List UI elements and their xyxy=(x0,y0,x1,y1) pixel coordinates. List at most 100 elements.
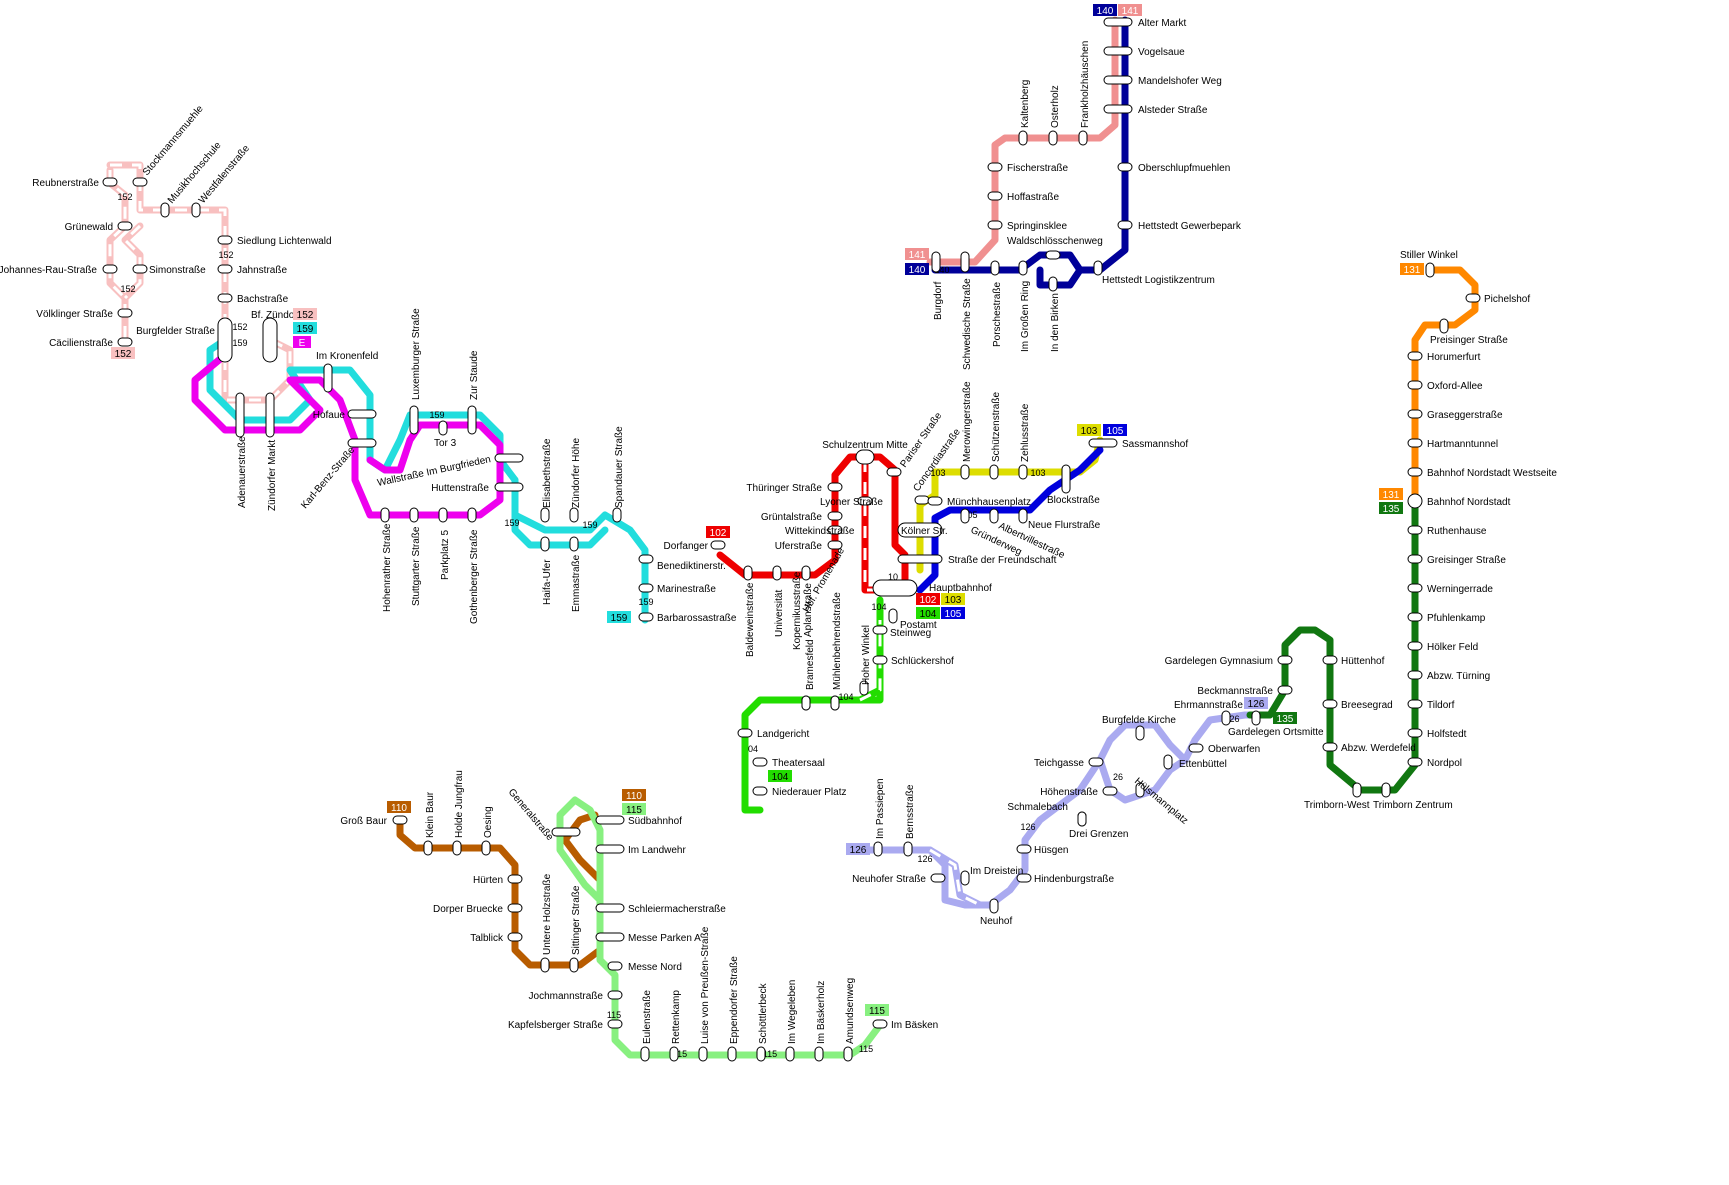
station[interactable]: Luise von Preußen-Straße xyxy=(698,926,711,1062)
station[interactable]: Huttenstraße xyxy=(431,482,524,494)
station-marker[interactable] xyxy=(392,815,408,825)
station-marker[interactable] xyxy=(409,405,419,435)
station-marker[interactable] xyxy=(872,1019,888,1029)
station-marker[interactable] xyxy=(494,482,524,492)
station[interactable]: Ettenbüttel xyxy=(1163,754,1227,770)
station-marker[interactable] xyxy=(607,961,623,971)
station-marker[interactable] xyxy=(540,957,550,973)
station-marker[interactable] xyxy=(1018,508,1028,524)
station[interactable]: Grünewald xyxy=(65,221,133,233)
station-marker[interactable] xyxy=(872,579,918,597)
station-marker[interactable] xyxy=(710,540,726,550)
station[interactable]: Postamt xyxy=(888,608,937,631)
station[interactable]: Vogelsaue xyxy=(1103,46,1185,58)
station[interactable]: Barbarossastraße xyxy=(638,612,737,624)
station-marker[interactable] xyxy=(960,508,970,524)
station[interactable]: Talblick xyxy=(470,932,523,944)
station-marker[interactable] xyxy=(160,202,170,218)
station-marker[interactable] xyxy=(1465,293,1481,303)
station[interactable]: Hindenburgstraße xyxy=(1016,873,1114,885)
station[interactable]: Im Bäskerholz xyxy=(814,981,827,1062)
station-marker[interactable] xyxy=(551,827,581,837)
station[interactable]: Untere Holzstraße xyxy=(540,873,553,973)
station-marker[interactable] xyxy=(595,903,625,913)
station-marker[interactable] xyxy=(1407,467,1423,477)
station[interactable]: Amundsenweg xyxy=(843,978,856,1062)
station-marker[interactable] xyxy=(1077,811,1087,827)
station-marker[interactable] xyxy=(423,840,433,856)
station-marker[interactable] xyxy=(1407,670,1423,680)
station-marker[interactable] xyxy=(873,841,883,857)
station-marker[interactable] xyxy=(612,507,622,523)
station-marker[interactable] xyxy=(452,840,462,856)
station[interactable]: Schleiermacherstraße xyxy=(595,903,726,915)
station-marker[interactable] xyxy=(1102,786,1118,796)
station[interactable]: Schlückershof xyxy=(872,655,954,667)
station[interactable]: Johannes-Rau-Straße xyxy=(0,264,118,276)
station-marker[interactable] xyxy=(1018,130,1028,146)
station-marker[interactable] xyxy=(540,536,550,552)
station-marker[interactable] xyxy=(1407,641,1423,651)
station-marker[interactable] xyxy=(595,932,625,942)
station-marker[interactable] xyxy=(1016,873,1032,883)
station[interactable]: Münchhausenplatz xyxy=(927,496,1031,508)
station[interactable]: Bachstraße xyxy=(217,293,289,305)
station-marker[interactable] xyxy=(855,449,875,465)
station-marker[interactable] xyxy=(990,260,1000,276)
station[interactable]: Holde Jungfrau xyxy=(452,770,465,856)
station-marker[interactable] xyxy=(989,464,999,480)
station[interactable]: Kölner Str. xyxy=(897,522,948,538)
station[interactable]: Zur Staude xyxy=(467,350,480,435)
station[interactable]: Baldeweinstraße xyxy=(743,565,756,657)
station-marker[interactable] xyxy=(756,1046,766,1062)
station-marker[interactable] xyxy=(1251,710,1261,726)
station-marker[interactable] xyxy=(1277,685,1293,695)
station[interactable]: Spandauer Straße xyxy=(612,426,625,523)
station-marker[interactable] xyxy=(1322,655,1338,665)
station[interactable]: Steinweg xyxy=(872,625,931,639)
station[interactable]: Ehrmannstraße xyxy=(1174,700,1243,726)
station[interactable]: Gardelegen Gymnasium xyxy=(1165,655,1293,667)
station[interactable]: Tor 3 xyxy=(434,420,457,449)
station[interactable]: Landgericht xyxy=(737,728,809,740)
station-marker[interactable] xyxy=(914,495,930,505)
station-marker[interactable] xyxy=(772,565,782,581)
station-marker[interactable] xyxy=(638,554,654,564)
station[interactable]: Trimborn Zentrum xyxy=(1373,782,1453,811)
station-marker[interactable] xyxy=(859,680,869,696)
station-marker[interactable] xyxy=(494,453,524,463)
station-marker[interactable] xyxy=(217,293,233,303)
station[interactable]: Graseggerstraße xyxy=(1407,409,1503,421)
station-marker[interactable] xyxy=(931,251,941,273)
station-marker[interactable] xyxy=(930,873,946,883)
station[interactable]: Universität xyxy=(772,565,785,637)
station[interactable]: Preisinger Straße xyxy=(1430,318,1508,346)
station-marker[interactable] xyxy=(785,1046,795,1062)
station-marker[interactable] xyxy=(987,162,1003,172)
station[interactable]: Nordpol xyxy=(1407,757,1462,769)
station[interactable]: Marinestraße xyxy=(638,583,716,595)
station[interactable]: Hoffastraße xyxy=(987,191,1059,203)
station-marker[interactable] xyxy=(960,251,970,273)
station[interactable]: Zehlusstraße xyxy=(1018,403,1031,480)
station[interactable]: Theatersaal xyxy=(752,757,825,769)
station[interactable]: Grüntalstraße xyxy=(761,511,843,523)
station[interactable]: Völklinger Straße xyxy=(36,308,133,320)
station-marker[interactable] xyxy=(801,565,811,581)
station-marker[interactable] xyxy=(960,464,970,480)
station-marker[interactable] xyxy=(752,786,768,796)
station-marker[interactable] xyxy=(814,1046,824,1062)
station[interactable]: Stiller Winkel xyxy=(1400,250,1458,278)
station-marker[interactable] xyxy=(903,841,913,857)
station[interactable]: Aplanstraße xyxy=(801,565,814,637)
station-marker[interactable] xyxy=(409,507,419,523)
station-marker[interactable] xyxy=(1048,276,1058,292)
station[interactable]: Groß Baur xyxy=(340,815,408,827)
station-marker[interactable] xyxy=(1135,725,1145,741)
station-marker[interactable] xyxy=(132,177,148,187)
station[interactable]: Hettstedt Logistikzentrum xyxy=(1093,260,1215,286)
station-marker[interactable] xyxy=(843,1046,853,1062)
station[interactable]: Messe Nord xyxy=(607,961,682,973)
station[interactable]: Parkplatz 5 xyxy=(438,507,451,580)
station[interactable]: Haifa-Ufer xyxy=(540,536,553,605)
